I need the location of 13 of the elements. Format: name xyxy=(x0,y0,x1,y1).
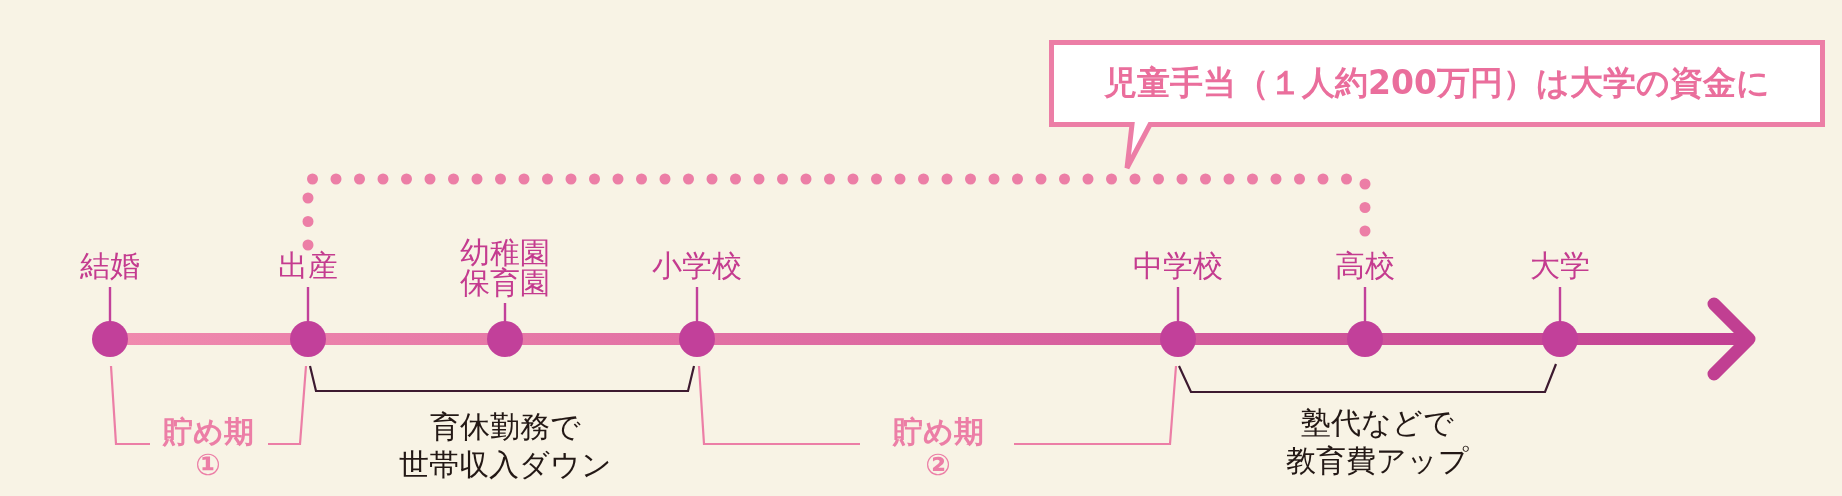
stage-label: 結婚 xyxy=(80,250,140,282)
stage-label: 中学校 xyxy=(1133,250,1223,282)
note-text: 塾代などで教育費アップ xyxy=(1285,404,1469,480)
stage-label: 小学校 xyxy=(652,250,742,282)
dotted-line xyxy=(302,173,1371,251)
stage-label: 高校 xyxy=(1335,250,1395,282)
callout-text: 児童手当（１人約200万円）は大学の資金に xyxy=(1104,62,1770,104)
stage-label: 大学 xyxy=(1530,250,1590,282)
stage-label: 出産 xyxy=(278,250,338,282)
period-label: 貯め期① xyxy=(162,415,254,481)
stage-label: 幼稚園保育園 xyxy=(460,238,550,298)
period-label: 貯め期② xyxy=(892,415,984,481)
note-text: 育休勤務で世帯収入ダウン xyxy=(398,408,612,484)
